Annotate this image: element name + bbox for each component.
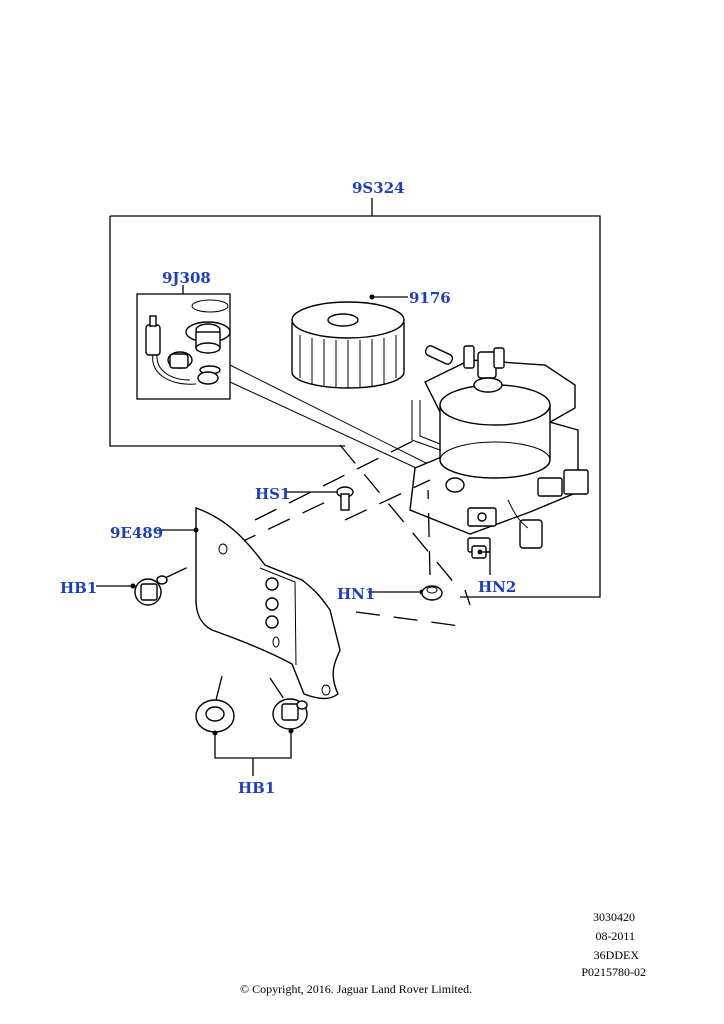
installation-guides	[164, 439, 471, 709]
footer-date: 08-2011	[595, 929, 635, 943]
sensor-inset	[136, 285, 231, 400]
bolt-hb1-left	[96, 575, 168, 606]
callout-9s324: 9S324	[352, 179, 405, 197]
callout-hb1-left: HB1	[60, 579, 97, 597]
bolts-hb1-bottom	[195, 698, 308, 776]
callout-9176: 9176	[409, 289, 451, 307]
footer-ref: 3030420	[593, 910, 635, 924]
callout-hn1: HN1	[337, 585, 375, 603]
callout-9j308: 9J308	[162, 269, 211, 287]
assembly-frame	[109, 198, 601, 598]
nut-hn1	[368, 585, 443, 601]
footer-copyright: © Copyright, 2016. Jaguar Land Rover Lim…	[240, 982, 472, 996]
filter-housing	[409, 345, 589, 549]
nut-hn2	[467, 537, 491, 575]
callout-9e489: 9E489	[110, 524, 163, 542]
footer-part-code: P0215780-02	[581, 965, 646, 979]
heat-shield	[157, 507, 341, 700]
footer-model: 36DDEX	[594, 948, 640, 962]
callout-hb1-bottom: HB1	[238, 779, 275, 797]
screw-hs1	[286, 486, 354, 511]
callout-hs1: HS1	[255, 485, 290, 503]
callout-hn2: HN2	[478, 578, 516, 596]
inset-leader-lines	[229, 364, 441, 479]
filter-element	[291, 294, 408, 389]
